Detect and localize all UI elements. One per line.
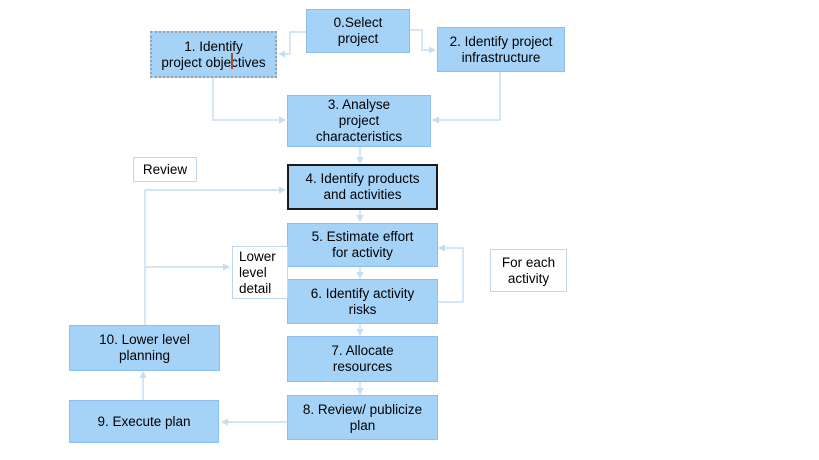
- connector-3-to-4: [356, 147, 364, 164]
- label-for-each-activity[interactable]: For each activity: [490, 249, 567, 292]
- node-10-lower-level-planning[interactable]: 10. Lower level planning: [69, 325, 220, 371]
- connector-feedback-to-lower-level-detail: [145, 263, 230, 271]
- label-review[interactable]: Review: [133, 157, 197, 182]
- connector-2-to-3: [432, 72, 501, 124]
- node-4-identify-products-and-activities[interactable]: 4. Identify products and activities: [287, 164, 438, 210]
- connector-8-to-9: [221, 418, 287, 426]
- node-7-allocate-resources[interactable]: 7. Allocate resources: [287, 336, 438, 382]
- connector-4-to-5: [356, 210, 364, 222]
- connector-0-to-1: [278, 31, 306, 58]
- connector-7-to-8: [356, 382, 364, 395]
- node-9-execute-plan[interactable]: 9. Execute plan: [69, 400, 219, 443]
- connector-0-to-2: [410, 29, 436, 54]
- node-1-identify-project-objectives[interactable]: 1. Identify project objectives: [150, 31, 277, 78]
- node-3-analyse-project-characteristics[interactable]: 3. Analyse project characteristics: [287, 95, 431, 147]
- connector-6-to-7: [356, 324, 364, 336]
- node-5-estimate-effort-for-activity[interactable]: 5. Estimate effort for activity: [287, 223, 438, 267]
- connector-9-to-10: [139, 371, 147, 400]
- node-6-identify-activity-risks[interactable]: 6. Identify activity risks: [287, 279, 438, 324]
- text-cursor-caret: [231, 53, 233, 69]
- label-lower-level-detail[interactable]: Lower level detail: [232, 246, 288, 299]
- node-2-identify-project-infrastructure[interactable]: 2. Identify project infrastructure: [437, 27, 565, 72]
- connector-1-to-3: [212, 78, 286, 124]
- node-8-review-publicize-plan[interactable]: 8. Review/ publicize plan: [287, 395, 438, 440]
- connector-6-to-5-loop: [437, 244, 464, 303]
- node-0-select-project[interactable]: 0.Select project: [306, 9, 410, 53]
- connector-5-to-6: [356, 267, 364, 279]
